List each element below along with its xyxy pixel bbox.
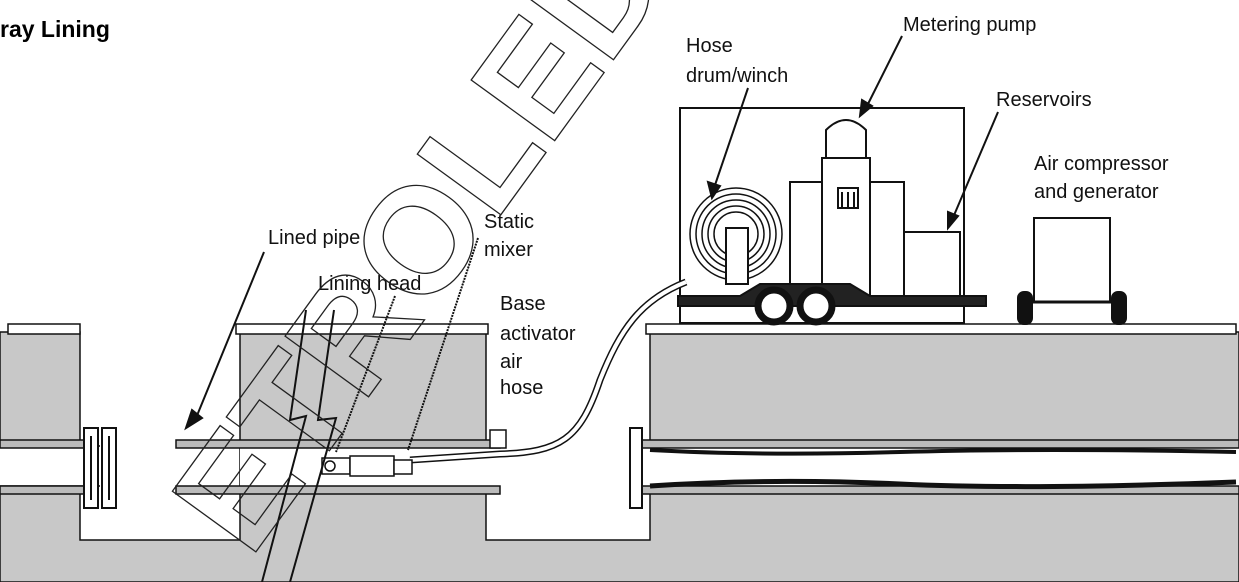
air-compressor-cart xyxy=(1017,217,1127,325)
break-marker xyxy=(261,309,338,582)
diagram-title: ray Lining xyxy=(0,16,110,42)
label-base-line3: air xyxy=(500,351,523,373)
label-metering-pump: Metering pump xyxy=(903,14,1036,36)
hose-entry-fitting xyxy=(489,429,507,449)
label-hose-drum-line2: drum/winch xyxy=(686,65,788,87)
unlined-deposit-top xyxy=(649,448,1237,456)
reservoir-small xyxy=(903,231,961,303)
leader-static-mixer xyxy=(407,237,479,451)
surface-middle xyxy=(235,323,489,335)
trailer-unit xyxy=(677,107,987,326)
label-base-line2: activator xyxy=(500,323,576,345)
pipe-wall-bottom-middle xyxy=(175,485,501,495)
leader-metering-pump xyxy=(865,35,903,109)
flange-right xyxy=(629,427,643,509)
pipe-wall-top-right xyxy=(635,439,1239,449)
arrowhead-metering-pump xyxy=(858,98,874,119)
label-static-mixer-line2: mixer xyxy=(484,239,533,261)
pump-motor xyxy=(825,119,867,159)
labels: Metering pump Hose drum/winch Reservoirs… xyxy=(268,14,1169,399)
leader-lining-head xyxy=(335,295,396,453)
label-lined-pipe: Lined pipe xyxy=(268,227,360,249)
label-base-line1: Base xyxy=(500,293,546,315)
supply-hose xyxy=(409,278,688,464)
label-air-compressor-line2: and generator xyxy=(1034,181,1159,203)
flange-left xyxy=(83,427,117,509)
unlined-deposit-bottom xyxy=(649,478,1237,490)
pump-body xyxy=(821,157,871,303)
leader-reservoirs xyxy=(951,111,999,221)
pipe-wall-bottom-left xyxy=(0,485,87,495)
arrowhead-lined-pipe xyxy=(184,408,204,431)
leader-lines xyxy=(184,35,999,453)
arrowhead-hose-drum xyxy=(706,180,722,201)
leader-lined-pipe xyxy=(195,251,265,419)
label-air-compressor-line1: Air compressor xyxy=(1034,153,1169,175)
trailer-wheel-1 xyxy=(754,286,794,326)
label-static-mixer-line1: Static xyxy=(484,211,534,233)
label-reservoirs: Reservoirs xyxy=(996,89,1092,111)
arrowhead-reservoirs xyxy=(947,210,960,231)
label-hose-drum-line1: Hose xyxy=(686,35,733,57)
label-lining-head: Lining head xyxy=(318,273,421,295)
label-base-line4: hose xyxy=(500,377,543,399)
lining-head xyxy=(321,455,413,477)
ground-left-block xyxy=(0,331,1239,582)
pipe-wall-top-left xyxy=(0,439,87,449)
ground xyxy=(0,331,1239,582)
leader-hose-drum xyxy=(713,87,749,189)
surface-left xyxy=(7,323,81,335)
hose-drum xyxy=(689,187,783,285)
trailer-wheel-2 xyxy=(796,286,836,326)
surface-right xyxy=(645,323,1237,335)
